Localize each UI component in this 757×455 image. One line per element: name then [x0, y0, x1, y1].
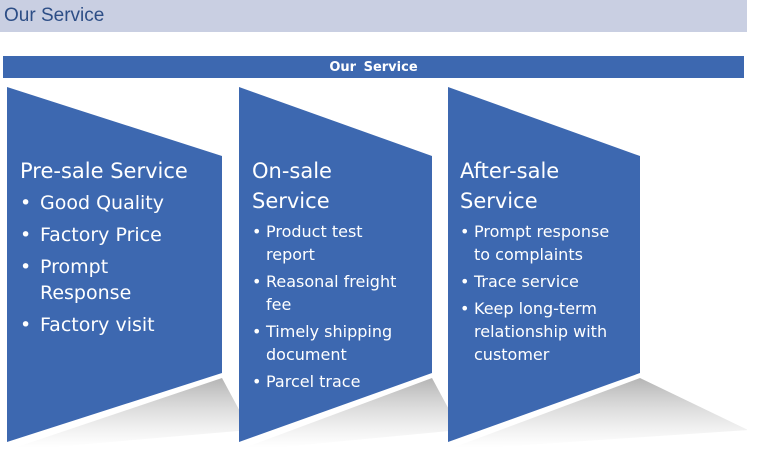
bullet-text: relationship with	[474, 322, 608, 341]
panel-title-line: On-sale	[252, 159, 332, 183]
bullet-icon: •	[252, 222, 262, 241]
bullet-icon: •	[252, 322, 262, 341]
panel-title-line: Service	[460, 189, 538, 213]
bullet-icon: •	[252, 272, 262, 291]
bullet-icon: •	[252, 372, 262, 391]
bullet-icon: •	[20, 256, 32, 278]
bullet-text: Keep long-term	[474, 299, 597, 318]
panel-title: On-sale Service	[252, 156, 432, 216]
panel-title: Pre-sale Service	[20, 156, 220, 186]
top-header: Our Service	[0, 0, 747, 32]
bullet-item: • Factory visit	[20, 312, 220, 338]
panel-title: After-sale Service	[460, 156, 640, 216]
bullet-icon: •	[460, 222, 470, 241]
bullet-text: Good Quality	[40, 192, 164, 214]
bullet-text: Reasonal freight	[266, 272, 397, 291]
panel-title-line: After-sale	[460, 159, 560, 183]
panel-title-line: Service	[252, 189, 330, 213]
panel-shapes	[7, 87, 747, 448]
bullet-text: Factory visit	[40, 314, 155, 336]
panel-shadow-1	[14, 378, 250, 448]
bullet-text: Factory Price	[40, 224, 162, 246]
bullet-item: •Product test report	[252, 220, 432, 266]
panel-shape-pre-sale	[7, 87, 222, 442]
bullet-text: customer	[474, 345, 550, 364]
bullet-icon: •	[20, 314, 32, 336]
bullet-item: • Factory Price	[20, 222, 220, 248]
bullet-item: •Reasonal freight fee	[252, 270, 432, 316]
bullet-text: Prompt	[40, 256, 109, 278]
bullet-item: •Parcel trace	[252, 370, 432, 393]
panel-shape-after-sale	[448, 87, 640, 442]
page-title: Our Service	[4, 5, 105, 26]
bullet-text: document	[266, 345, 347, 364]
service-banner: Our Service	[3, 56, 744, 78]
panel-title-line: Pre-sale Service	[20, 159, 188, 183]
bullet-icon: •	[460, 299, 470, 318]
bullet-text: Response	[40, 282, 132, 304]
bullet-item: •Prompt response to complaints	[460, 220, 640, 266]
bullet-item: • Good Quality	[20, 190, 220, 216]
bullet-text: report	[266, 245, 315, 264]
bullet-text: Product test	[266, 222, 363, 241]
bullet-text: to complaints	[474, 245, 583, 264]
bullet-item: •Keep long-term relationship with customer	[460, 297, 640, 366]
panel-pre-sale: Pre-sale Service • Good Quality • Factory …	[20, 156, 220, 344]
bullet-icon: •	[20, 192, 32, 214]
bullet-text: fee	[266, 295, 292, 314]
bullet-icon: •	[20, 224, 32, 246]
panel-shadow-3	[452, 378, 747, 448]
bullet-text: Trace service	[474, 272, 579, 291]
banner-title: Our Service	[329, 60, 418, 75]
bullet-icon: •	[460, 272, 470, 291]
bullet-item: •Timely shipping document	[252, 320, 432, 366]
panel-shadow-2	[244, 378, 460, 448]
bullet-text: Parcel trace	[266, 372, 361, 391]
service-diagram: Pre-sale Service • Good Quality • Factory …	[0, 78, 747, 448]
bullet-text: Prompt response	[474, 222, 610, 241]
panel-shape-on-sale	[239, 87, 432, 442]
bullet-text: Timely shipping	[266, 322, 393, 341]
bullet-item: •Trace service	[460, 270, 640, 293]
